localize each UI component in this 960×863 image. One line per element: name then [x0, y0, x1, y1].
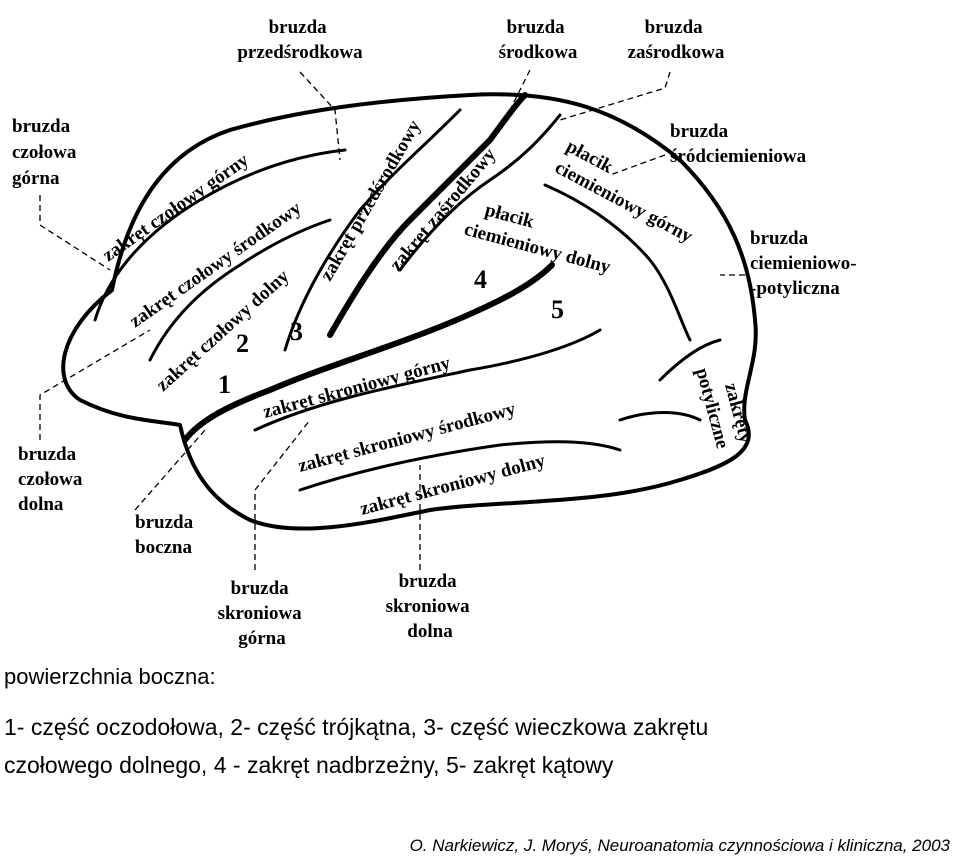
label-bruzda-przedsrodkowa: bruzda przedśrodkowa — [237, 17, 363, 63]
label-bruzda-srodkowa: bruzda środkowa — [499, 17, 578, 63]
leader-line — [39, 329, 151, 440]
precentral-sulcus-line — [283, 108, 462, 352]
label-zakrety-potyliczne: zakręty potyliczne — [691, 360, 757, 457]
caption-title: powierzchnia boczna: — [4, 664, 216, 689]
lateral-sulcus-line — [182, 262, 555, 443]
inferior-temporal-sulcus-line — [298, 440, 622, 492]
occipital-region-line — [658, 338, 722, 382]
central-sulcus-line — [327, 92, 528, 338]
leader-line — [299, 71, 341, 161]
number-4: 4 — [474, 265, 487, 294]
label-bruzda-ciemieniowo-potyliczna: bruzda ciemieniowo- -potyliczna — [750, 228, 861, 299]
label-bruzda-skroniowa-dolna: bruzda skroniowa dolna — [386, 571, 475, 642]
number-5: 5 — [551, 295, 564, 324]
number-3: 3 — [290, 317, 303, 346]
label-bruzda-zasrodkowa: bruzda zaśrodkowa — [628, 17, 725, 63]
intraparietal-sulcus-line — [543, 183, 692, 342]
inferior-frontal-sulcus-line — [148, 218, 332, 362]
leader-line — [134, 429, 206, 511]
citation: O. Narkiewicz, J. Moryś, Neuroanatomia c… — [409, 836, 950, 855]
leader-line — [559, 71, 671, 121]
occipital-region-line-2 — [618, 411, 702, 422]
leader-line — [39, 195, 111, 271]
label-bruzda-srodciemieniowa: bruzda śródciemieniowa — [670, 121, 807, 167]
brain-outline — [61, 92, 758, 531]
superior-temporal-sulcus-line — [253, 328, 602, 432]
legend-line-1: 1- część oczodołowa, 2- część trójkątna,… — [4, 714, 709, 740]
label-bruzda-czolowa-gorna: bruzda czołowa górna — [12, 116, 81, 189]
number-2: 2 — [236, 329, 249, 358]
leader-line — [254, 419, 311, 570]
number-1: 1 — [218, 370, 231, 399]
postcentral-sulcus-line — [398, 113, 562, 272]
label-bruzda-boczna: bruzda boczna — [135, 512, 198, 558]
label-zakret-skroniowy-gorny: zakręt skroniowy górny — [261, 353, 453, 423]
label-bruzda-skroniowa-gorna: bruzda skroniowa górna — [218, 578, 307, 649]
legend-line-2: czołowego dolnego, 4 - zakręt nadbrzeżny… — [4, 752, 614, 778]
superior-frontal-sulcus-line — [93, 148, 347, 322]
label-bruzda-czolowa-dolna: bruzda czołowa dolna — [18, 444, 87, 515]
